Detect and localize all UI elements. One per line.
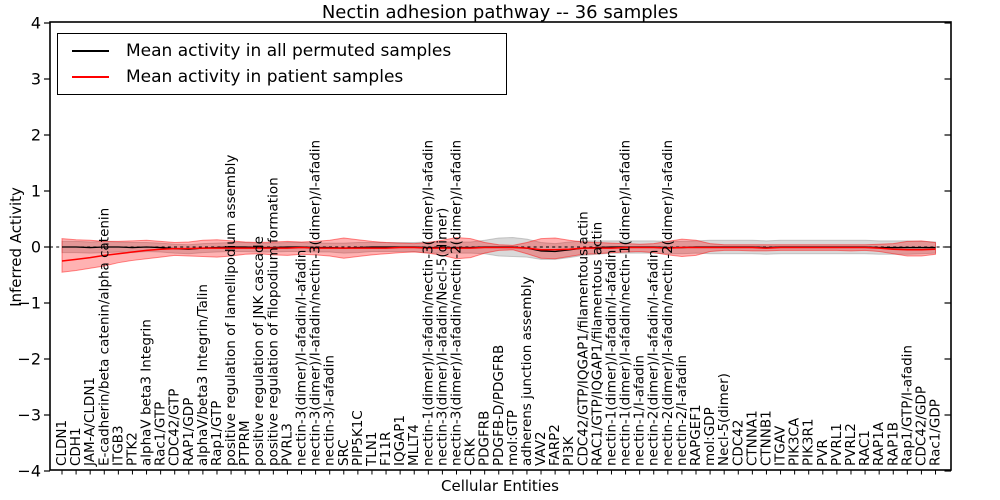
permuted-std-band xyxy=(61,236,937,260)
legend-entry-patient: Mean activity in patient samples xyxy=(58,67,506,87)
x-tick-label: RAP1B xyxy=(885,422,901,466)
x-tick-label: PVRL3 xyxy=(279,423,295,466)
x-tick-label: F11R xyxy=(378,432,394,466)
x-tick-label: PVRL2 xyxy=(843,423,859,466)
x-tick-label: PIP5K1C xyxy=(350,410,366,466)
y-tick-label: 2 xyxy=(31,126,41,145)
permuted-line-swatch xyxy=(72,50,109,52)
patient-line-swatch xyxy=(72,76,109,78)
chart-title: Nectin adhesion pathway -- 36 samples xyxy=(321,2,679,23)
legend-entry-label: Mean activity in patient samples xyxy=(126,67,404,87)
x-tick-label: RAC1/GTP/IQGAP1/filamentous actin xyxy=(589,222,605,466)
x-tick-label: RAP1A xyxy=(871,421,887,466)
x-tick-label: alphaV beta3 Integrin xyxy=(139,319,155,466)
x-tick-label: PTK2 xyxy=(124,432,140,466)
y-tick-label: 0 xyxy=(31,238,41,257)
x-tick-label: positive regulation of filopodium format… xyxy=(265,177,281,466)
x-tick-label: PVR xyxy=(815,439,831,466)
x-tick-label: RAPGEF1 xyxy=(688,404,704,466)
plot-frame xyxy=(49,21,952,471)
y-tick-label: 4 xyxy=(31,14,41,33)
x-tick-label: Rac1/GDP xyxy=(928,399,944,466)
x-tick-label: VAV2 xyxy=(533,431,549,466)
legend-entry-label: Mean activity in all permuted samples xyxy=(126,41,452,61)
x-tick-label: PDGFRB xyxy=(477,411,493,466)
y-tick-label: −1 xyxy=(17,294,41,313)
x-tick-label: nectin-3(dimer)/I-afadin/nectin-2(dimer)… xyxy=(448,140,464,466)
patient-mean-line xyxy=(61,246,936,262)
x-tick-label: SRC xyxy=(336,439,352,466)
x-tick-label: PTPRM xyxy=(237,420,253,466)
x-tick-label: CDH1 xyxy=(68,427,84,466)
x-tick-label: CDC42/GDP xyxy=(913,386,929,466)
x-tick-label: mol:GDP xyxy=(702,407,718,466)
y-tick-label: −4 xyxy=(17,462,41,481)
x-tick-label: CDC42/GTP xyxy=(167,389,183,466)
x-tick-label: RAC1 xyxy=(857,430,873,466)
x-tick-label: Rac1/GTP xyxy=(153,402,169,466)
x-tick-label: CDC42 xyxy=(730,420,746,466)
y-axis-label: Inferred Activity xyxy=(7,187,25,307)
x-tick-label: CLDN1 xyxy=(54,420,70,466)
y-tick-label: −3 xyxy=(17,406,41,425)
x-tick-label: CTNNA1 xyxy=(744,410,760,466)
x-tick-label: IQGAP1 xyxy=(392,415,408,466)
x-tick-label: MLLT4 xyxy=(406,424,422,466)
x-tick-label: nectin-1/I-afadin xyxy=(632,355,648,466)
x-tick-label: PIK3R1 xyxy=(801,418,817,466)
x-tick-label: nectin-3/I-afadin xyxy=(322,355,338,466)
x-tick-label: adherens junction assembly xyxy=(519,276,535,466)
legend-entry-permuted: Mean activity in all permuted samples xyxy=(58,41,506,61)
x-tick-label: nectin-3(dimer)/I-afadin/Necl-5(dimer) xyxy=(434,208,450,466)
x-tick-label: nectin-1(dimer)/I-afadin/nectin-3(dimer)… xyxy=(420,140,436,466)
x-tick-label: PI3K xyxy=(561,435,577,466)
x-tick-label: RAP1/GDP xyxy=(181,398,197,466)
x-tick-label: ITGAV xyxy=(773,425,789,466)
x-tick-label: FARP2 xyxy=(547,424,563,466)
x-tick-label: Necl-5(dimer) xyxy=(716,373,732,466)
x-tick-label: nectin-2(dimer)/I-afadin/nectin-2(dimer)… xyxy=(660,140,676,466)
x-tick-label: nectin-3(dimer)/I-afadin/nectin-3(dimer)… xyxy=(308,140,324,466)
x-tick-label: nectin-3(dimer)/I-afadin/I-afadin xyxy=(294,250,310,466)
x-tick-label: nectin-1(dimer)/I-afadin/nectin-1(dimer)… xyxy=(618,140,634,466)
x-tick-label: TLN1 xyxy=(364,432,380,467)
y-tick-label: 1 xyxy=(31,182,41,201)
x-tick-label: nectin-2(dimer)/I-afadin/I-afadin xyxy=(646,250,662,466)
x-tick-label: nectin-2/I-afadin xyxy=(674,355,690,466)
x-tick-label: CDC42/GTP/IQGAP1/filamentous actin xyxy=(575,211,591,466)
x-tick-label: Rap1/GTP xyxy=(209,401,225,466)
y-tick-label: −2 xyxy=(17,350,41,369)
y-tick-label: 3 xyxy=(31,70,41,89)
x-tick-label: mol:GTP xyxy=(505,410,521,466)
x-tick-label: CTNNB1 xyxy=(758,410,774,466)
x-tick-label: PIK3CA xyxy=(787,417,803,466)
x-tick-label: alphaV/beta3 Integrin/Talin xyxy=(195,284,211,466)
x-tick-label: positive regulation of lamellipodium ass… xyxy=(223,155,239,466)
x-tick-label: PDGFB-D/PDGFRB xyxy=(491,345,507,466)
x-tick-label: ITGB3 xyxy=(110,425,126,466)
x-tick-label: positive regulation of JNK cascade xyxy=(251,236,267,466)
x-tick-label: E-cadherin/beta catenin/alpha catenin xyxy=(96,208,112,466)
x-tick-label: JAM-A/CLDN1 xyxy=(82,377,98,467)
x-tick-label: nectin-1(dimer)/I-afadin/I-afadin xyxy=(603,250,619,466)
x-axis-label: Cellular Entities xyxy=(441,477,559,495)
legend-box: Mean activity in all permuted samples Me… xyxy=(57,33,507,95)
x-tick-label: CRK xyxy=(463,437,479,466)
patient-std-band xyxy=(61,236,937,273)
x-tick-label: Rap1/GTP/I-afadin xyxy=(899,345,915,466)
x-tick-label: PVRL1 xyxy=(829,423,845,466)
